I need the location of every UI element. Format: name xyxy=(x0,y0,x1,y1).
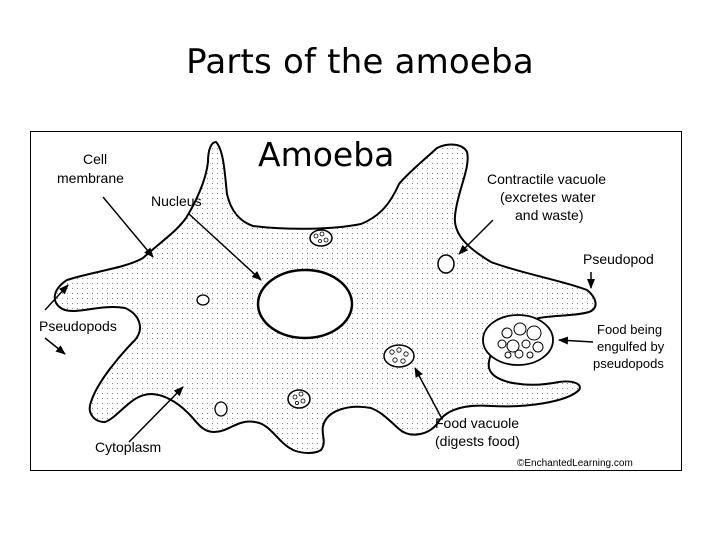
label-nucleus: Nucleus xyxy=(151,193,202,209)
label-pseudopods: Pseudopods xyxy=(39,318,117,334)
label-food-engulfed: Food being engulfed by pseudopods xyxy=(593,322,668,371)
label-cell-membrane-line: membrane xyxy=(57,170,124,186)
label-food-vacuole-line: Food vacuole xyxy=(435,415,519,431)
label-food-vacuole: Food vacuole (digests food) xyxy=(435,415,523,449)
diagram-heading: Amoeba xyxy=(258,135,394,174)
slide-title: Parts of the amoeba xyxy=(186,42,534,82)
label-food-engulfed-line: engulfed by xyxy=(597,339,665,354)
label-pseudopod: Pseudopod xyxy=(583,251,654,267)
food-vacuole xyxy=(287,389,311,409)
small-vacuole xyxy=(196,294,210,306)
label-contractile-vacuole: Contractile vacuole (excretes water and … xyxy=(487,171,610,223)
label-cell-membrane-line: Cell xyxy=(83,151,107,167)
amoeba-diagram-svg: Amoeba Cell membrane Nucleus Contractile… xyxy=(39,135,668,469)
arrow-contractile-vacuole xyxy=(458,219,494,255)
arrow-food-vacuole xyxy=(414,367,442,418)
label-food-engulfed-line: Food being xyxy=(597,322,662,337)
food-vacuole xyxy=(309,229,333,247)
amoeba-diagram: Amoeba Cell membrane Nucleus Contractile… xyxy=(30,131,682,471)
nucleus xyxy=(256,268,354,340)
engulfed-food xyxy=(482,314,554,366)
contractile-vacuole xyxy=(437,254,455,274)
arrow-pseudopods-down xyxy=(44,337,66,355)
pointer-arrows xyxy=(44,196,595,443)
arrow-nucleus xyxy=(188,213,262,281)
label-cytoplasm: Cytoplasm xyxy=(95,439,161,455)
credit-text: ©EnchantedLearning.com xyxy=(517,458,633,469)
label-contractile-vacuole-line: Contractile vacuole xyxy=(487,171,606,187)
label-cell-membrane: Cell membrane xyxy=(57,151,124,186)
small-vacuole xyxy=(214,401,228,417)
arrow-cytoplasm xyxy=(128,386,184,443)
label-food-vacuole-line: (digests food) xyxy=(435,433,520,449)
arrow-cell-membrane xyxy=(102,196,154,258)
label-food-engulfed-line: pseudopods xyxy=(593,356,664,371)
label-contractile-vacuole-line: (excretes water xyxy=(500,189,596,205)
food-vacuole xyxy=(383,344,415,368)
arrow-pseudopods-up xyxy=(44,284,69,311)
arrow-food-engulfed xyxy=(558,336,594,345)
label-contractile-vacuole-line: and waste) xyxy=(515,207,583,223)
